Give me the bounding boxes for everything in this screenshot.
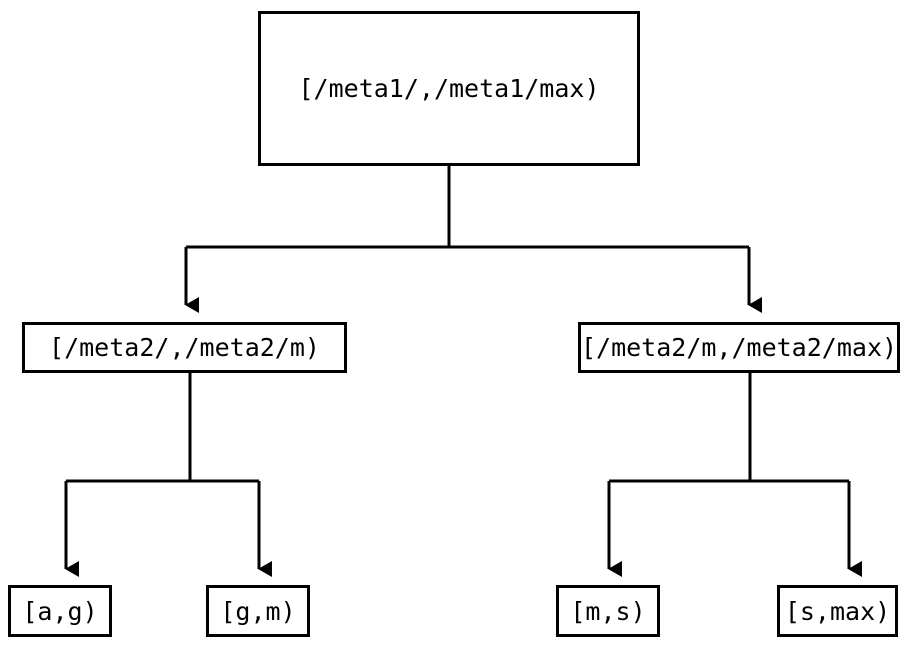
tree-node-leaf-smax[interactable]: [s,max)	[777, 585, 898, 637]
tree-node-mid-left-label: [/meta2/,/meta2/m)	[49, 333, 320, 362]
tree-node-leaf-smax-label: [s,max)	[784, 596, 891, 626]
tree-node-leaf-ms[interactable]: [m,s)	[556, 585, 660, 637]
edge-mid-right-to-leaf-ms	[607, 373, 849, 577]
tree-node-leaf-gm[interactable]: [g,m)	[206, 585, 310, 637]
tree-node-root[interactable]: [/meta1/,/meta1/max)	[258, 11, 640, 166]
tree-node-mid-left[interactable]: [/meta2/,/meta2/m)	[22, 322, 347, 373]
tree-node-mid-right-label: [/meta2/m,/meta2/max)	[580, 333, 898, 362]
tree-node-mid-right[interactable]: [/meta2/m,/meta2/max)	[578, 322, 900, 373]
tree-node-root-label: [/meta1/,/meta1/max)	[298, 74, 600, 103]
edge-mid-left-to-leaf-ag	[64, 373, 259, 577]
tree-node-leaf-gm-label: [g,m)	[220, 596, 296, 626]
tree-node-leaf-ag-label: [a,g)	[22, 596, 98, 626]
tree-node-leaf-ms-label: [m,s)	[570, 596, 646, 626]
edge-root-to-mid-left	[184, 166, 749, 313]
tree-node-leaf-ag[interactable]: [a,g)	[8, 585, 112, 637]
